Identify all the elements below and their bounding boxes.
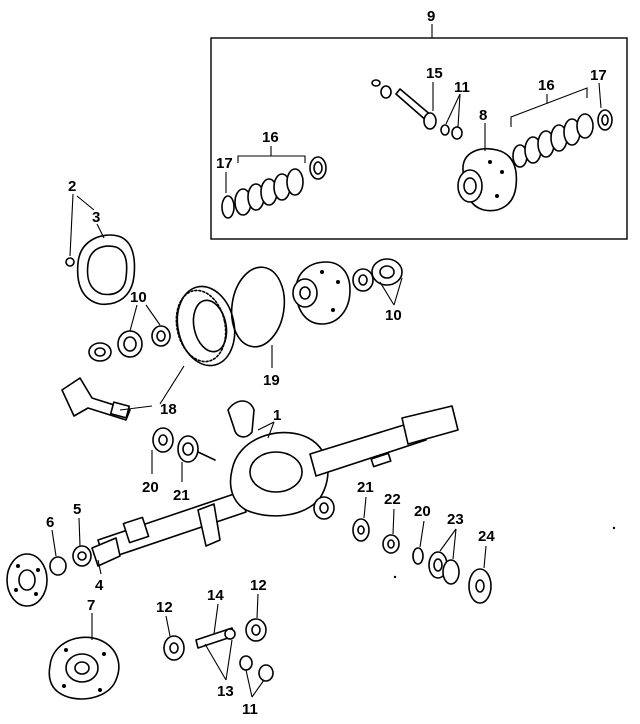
callout-23: 23 (447, 511, 464, 528)
wheel-hub (48, 636, 120, 700)
callout-3: 3 (92, 209, 100, 226)
callout-4: 4 (95, 577, 104, 594)
callout-14: 14 (207, 587, 224, 604)
callout-2: 2 (68, 178, 76, 195)
callout-22: 22 (384, 491, 401, 508)
callout-18: 18 (160, 401, 177, 418)
pinion-bearings (152, 427, 216, 463)
callout-12-left: 12 (156, 599, 173, 616)
callout-8: 8 (479, 107, 487, 124)
callout-11-bottom: 11 (242, 701, 258, 718)
side-gear-stack-left (221, 156, 327, 219)
callout-17-right: 17 (590, 67, 607, 84)
callout-10-left: 10 (130, 289, 147, 306)
callout-20-right: 20 (414, 503, 431, 520)
callout-15: 15 (426, 65, 443, 82)
callout-12-right: 12 (250, 577, 267, 594)
differential-inset (210, 24, 628, 240)
callout-6: 6 (46, 514, 54, 531)
bottom-small-parts (163, 618, 274, 682)
callout-21-right: 21 (357, 479, 374, 496)
axle-housing (97, 400, 459, 561)
bearing-set-left (88, 325, 171, 362)
callout-1: 1 (273, 407, 281, 424)
differential-case (457, 148, 518, 212)
callout-17-left: 17 (216, 155, 233, 172)
gasket (230, 266, 286, 348)
right-side-parts (352, 518, 492, 604)
side-gear-stack-right (512, 109, 613, 168)
ring-gear (175, 285, 236, 367)
pinion-shaft-parts (371, 79, 463, 140)
callout-16-left: 16 (262, 129, 279, 146)
callout-16-right: 16 (538, 77, 555, 94)
left-wheel-end (6, 537, 121, 607)
callout-20-left: 20 (142, 479, 159, 496)
callout-19: 19 (263, 372, 280, 389)
pinion-gear (61, 377, 131, 421)
callout-10-right: 10 (385, 307, 402, 324)
differential-cover (65, 234, 136, 305)
callout-7: 7 (87, 597, 95, 614)
callout-24: 24 (478, 528, 495, 545)
callout-13: 13 (217, 683, 234, 700)
callout-5: 5 (73, 501, 81, 518)
differential-carrier (292, 258, 403, 325)
callout-11-top: 11 (454, 79, 470, 96)
callout-21-left: 21 (173, 487, 190, 504)
callout-9: 9 (427, 8, 435, 25)
